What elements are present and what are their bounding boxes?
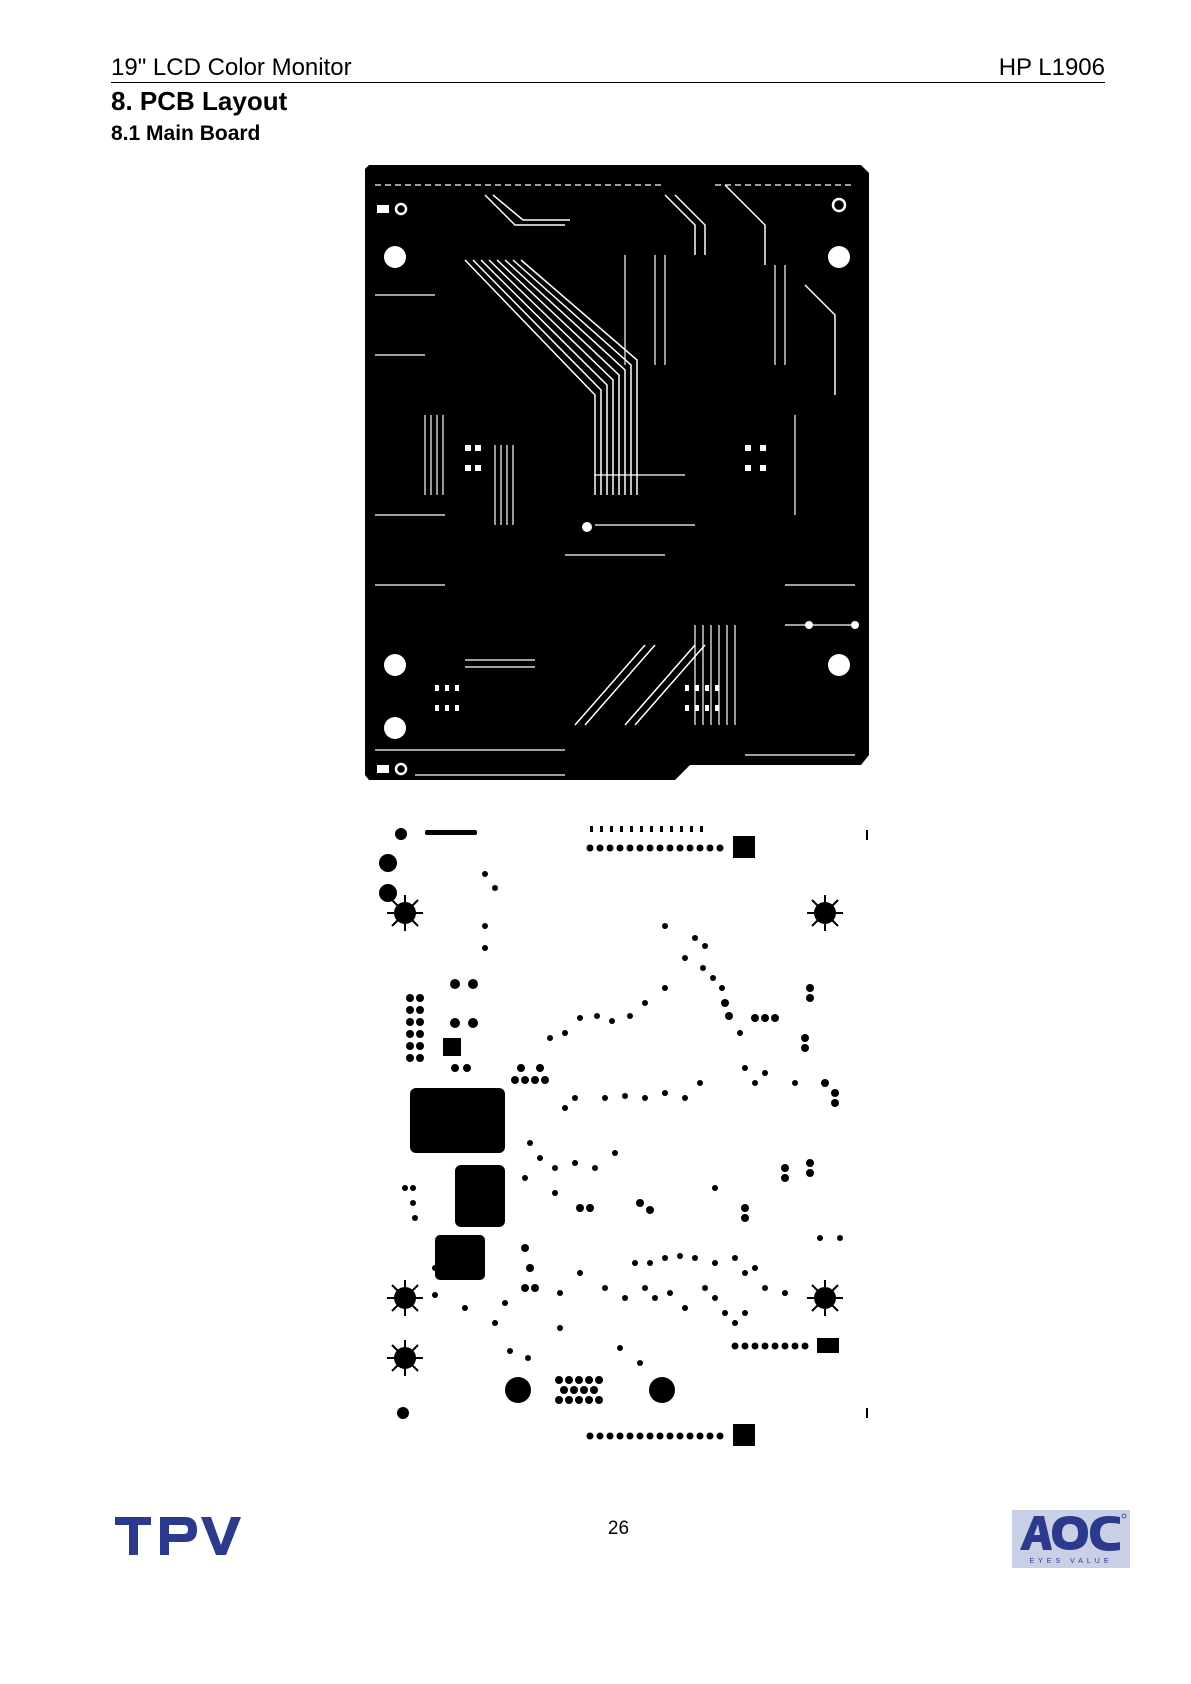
- tpv-logo: [115, 1513, 241, 1559]
- page-header: 19" LCD Color Monitor HP L1906: [111, 52, 1105, 83]
- pcb-bottom-layer-image: [365, 818, 869, 1464]
- aoc-logo: EYES VALUE: [1012, 1510, 1130, 1568]
- header-product: 19" LCD Color Monitor: [111, 54, 352, 82]
- subsection-title: 8.1 Main Board: [111, 122, 260, 146]
- aoc-tagline: EYES VALUE: [1029, 1558, 1112, 1565]
- pcb-top-layer-image: [365, 165, 869, 785]
- section-title: 8. PCB Layout: [111, 86, 287, 117]
- header-model: HP L1906: [999, 54, 1105, 82]
